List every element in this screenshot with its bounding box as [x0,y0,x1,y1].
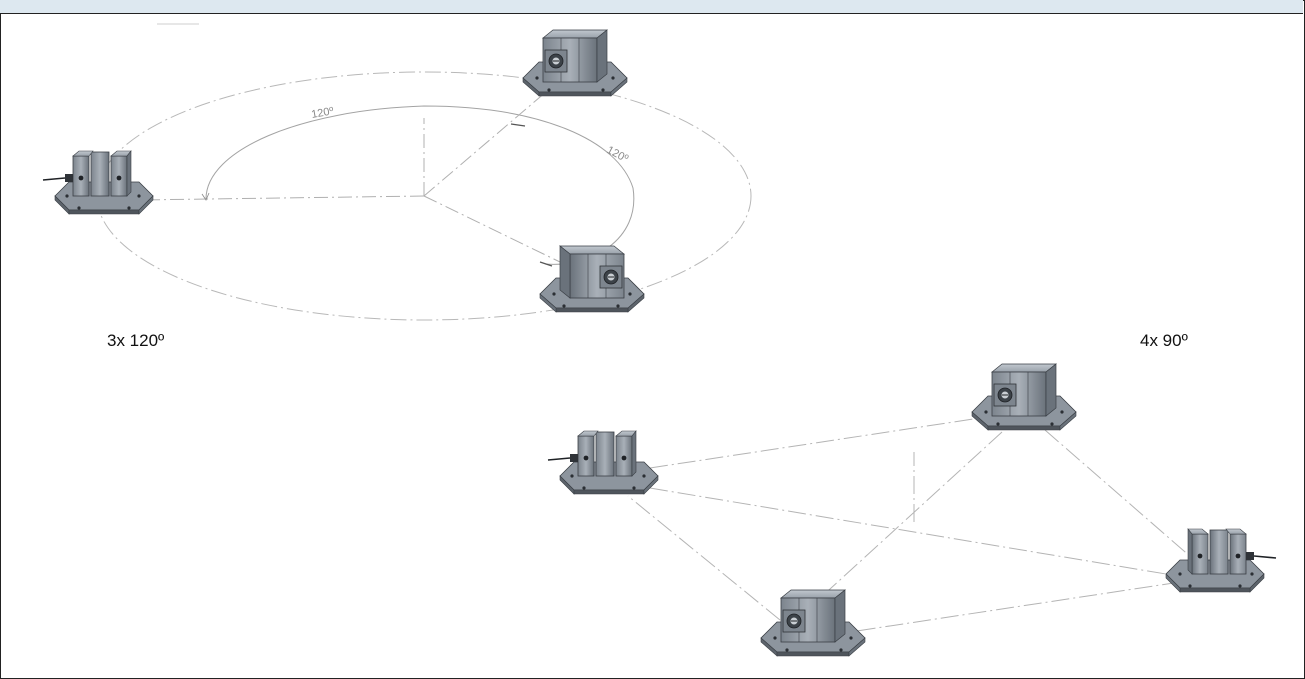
load-cell-south [760,589,866,657]
axis-top [423,79,561,197]
load-cell-left [42,150,154,215]
edge-top-right [1044,429,1193,559]
outer-circle [96,71,752,321]
load-cell-west [547,430,659,495]
tick-mark [510,123,526,127]
edge-left-top [649,417,981,469]
caption-4x90: 4x 90º [1140,331,1188,350]
load-cell-north [971,363,1077,431]
angle-label-1: 120º [310,105,334,121]
angle-arc [205,105,635,265]
load-cell-bottom [539,245,645,313]
layout-4x90 [547,363,1277,657]
diagonal-lr [649,487,1179,577]
header-bar [0,0,1303,14]
caption-3x120: 3x 120º [107,331,165,350]
axis-left [137,195,425,201]
diagonal-tb [817,431,1003,601]
edge-bottom-left [627,495,781,621]
load-cell-top [522,29,628,97]
edge-right-bottom [849,581,1181,633]
tick-mark [539,261,553,267]
load-cell-east [1165,528,1277,593]
layout-3x120: 120º 120º [42,29,752,321]
axis-bottom [423,195,561,263]
arrow-head [201,192,210,201]
